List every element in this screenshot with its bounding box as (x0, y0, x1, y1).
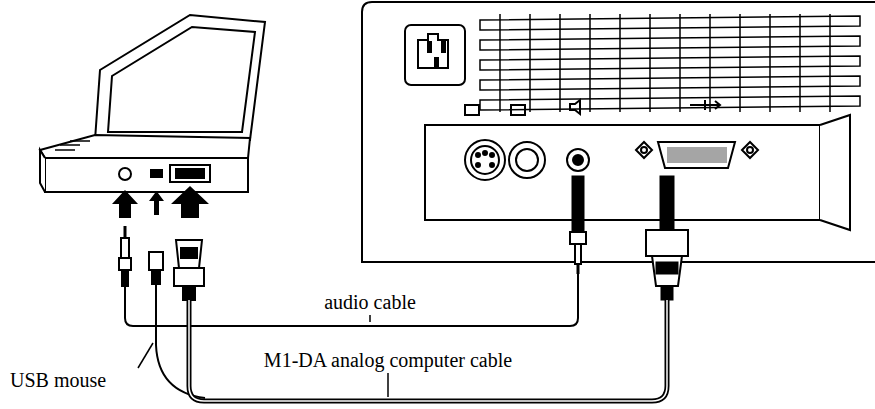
drawing-stroke (658, 142, 735, 168)
drawing-stroke (476, 163, 480, 167)
laptop (40, 15, 265, 192)
vent-rib (679, 14, 681, 112)
vent-rib (739, 14, 741, 112)
drawing-stroke (418, 34, 448, 68)
drawing-stroke (661, 286, 673, 300)
drawing-stroke (151, 170, 162, 177)
vent-slot (480, 76, 860, 90)
drawing-stroke (435, 58, 438, 66)
drawing-stroke (369, 315, 371, 322)
vent-slot (480, 36, 860, 50)
drawing-stroke (405, 25, 465, 85)
vent-rib (829, 14, 831, 112)
drawing-stroke (747, 147, 753, 153)
laptop-plugs (119, 226, 204, 300)
cable-label: audio cable (322, 291, 418, 313)
cable-label: USB mouse (8, 369, 108, 391)
drawing-stroke (668, 148, 726, 162)
drawing-stroke (40, 135, 250, 158)
drawing-stroke (149, 252, 163, 270)
drawing-stroke (428, 42, 431, 52)
drawing-stroke (465, 105, 479, 115)
drawing-stroke (362, 12, 875, 262)
drawing-stroke (646, 230, 688, 256)
vent-rib (499, 14, 501, 112)
insert-arrows (112, 186, 209, 218)
drawing-stroke (170, 165, 210, 182)
drawing-stroke (476, 153, 480, 157)
drawing-stroke (516, 149, 538, 171)
drawing-stroke (119, 258, 131, 270)
vent-rib (589, 14, 591, 112)
drawing-stroke (149, 191, 164, 215)
cable-label: M1-DA analog computer cable (262, 349, 514, 371)
projector-plugs (570, 176, 688, 300)
drawing-stroke (183, 286, 195, 300)
drawing-stroke (112, 190, 138, 218)
drawing-stroke (471, 146, 499, 174)
drawing-stroke (575, 244, 581, 264)
vent-slot (480, 56, 860, 70)
drawing-stroke (119, 168, 131, 180)
drawing-stroke (570, 100, 580, 114)
drawing-stroke (121, 238, 129, 258)
drawing-stroke (176, 240, 202, 268)
drawing-stroke (45, 158, 248, 192)
drawing-stroke (171, 186, 209, 218)
drawing-stroke (636, 142, 652, 158)
drawing-stroke (108, 27, 255, 132)
drawing-stroke (465, 140, 505, 180)
cables (125, 274, 667, 401)
drawing-stroke (480, 14, 860, 112)
drawing-stroke (490, 153, 494, 157)
vent-rib (529, 14, 531, 112)
drawing-stroke (641, 147, 647, 153)
drawing-stroke (40, 150, 45, 192)
vent-rib (619, 14, 621, 112)
vent-rib (649, 14, 651, 112)
drawing-stroke (55, 141, 90, 150)
drawing-stroke (174, 268, 204, 286)
drawing-stroke (820, 115, 850, 230)
drawing-stroke (577, 264, 580, 274)
vent-rib (799, 14, 801, 112)
vent-rib (769, 14, 771, 112)
drawing-stroke (572, 176, 584, 232)
vent-slot (480, 96, 860, 110)
drawing-stroke (176, 169, 204, 178)
drawing-stroke (95, 15, 265, 140)
drawing-stroke (570, 232, 586, 244)
drawing-stroke (656, 262, 678, 274)
drawing-stroke (490, 163, 494, 167)
vent-rib (709, 14, 711, 112)
projector (362, 2, 875, 262)
drawing-stroke (152, 270, 160, 284)
drawing-stroke (509, 142, 545, 178)
drawing-stroke (189, 300, 667, 401)
drawing-stroke (573, 155, 583, 165)
drawing-stroke (425, 125, 820, 220)
drawing-stroke (690, 100, 720, 110)
vent-slot (480, 16, 860, 30)
drawing-stroke (483, 151, 487, 155)
drawing-stroke (442, 42, 445, 52)
vent-rib (559, 14, 561, 112)
drawing-stroke (122, 270, 128, 286)
drawing-stroke (652, 256, 682, 286)
usb-mouse-wire (156, 284, 205, 398)
drawing-stroke (511, 105, 525, 115)
audio-cable-wire (125, 274, 578, 326)
drawing-stroke (567, 149, 589, 171)
drawing-stroke (362, 2, 875, 12)
drawing-stroke (742, 142, 758, 158)
drawing-stroke (124, 226, 127, 238)
drawing-stroke (181, 248, 197, 258)
computer-cable-wire (189, 300, 667, 401)
drawing-stroke (387, 373, 389, 397)
drawing-stroke (660, 176, 674, 230)
drawing-stroke (138, 343, 153, 368)
